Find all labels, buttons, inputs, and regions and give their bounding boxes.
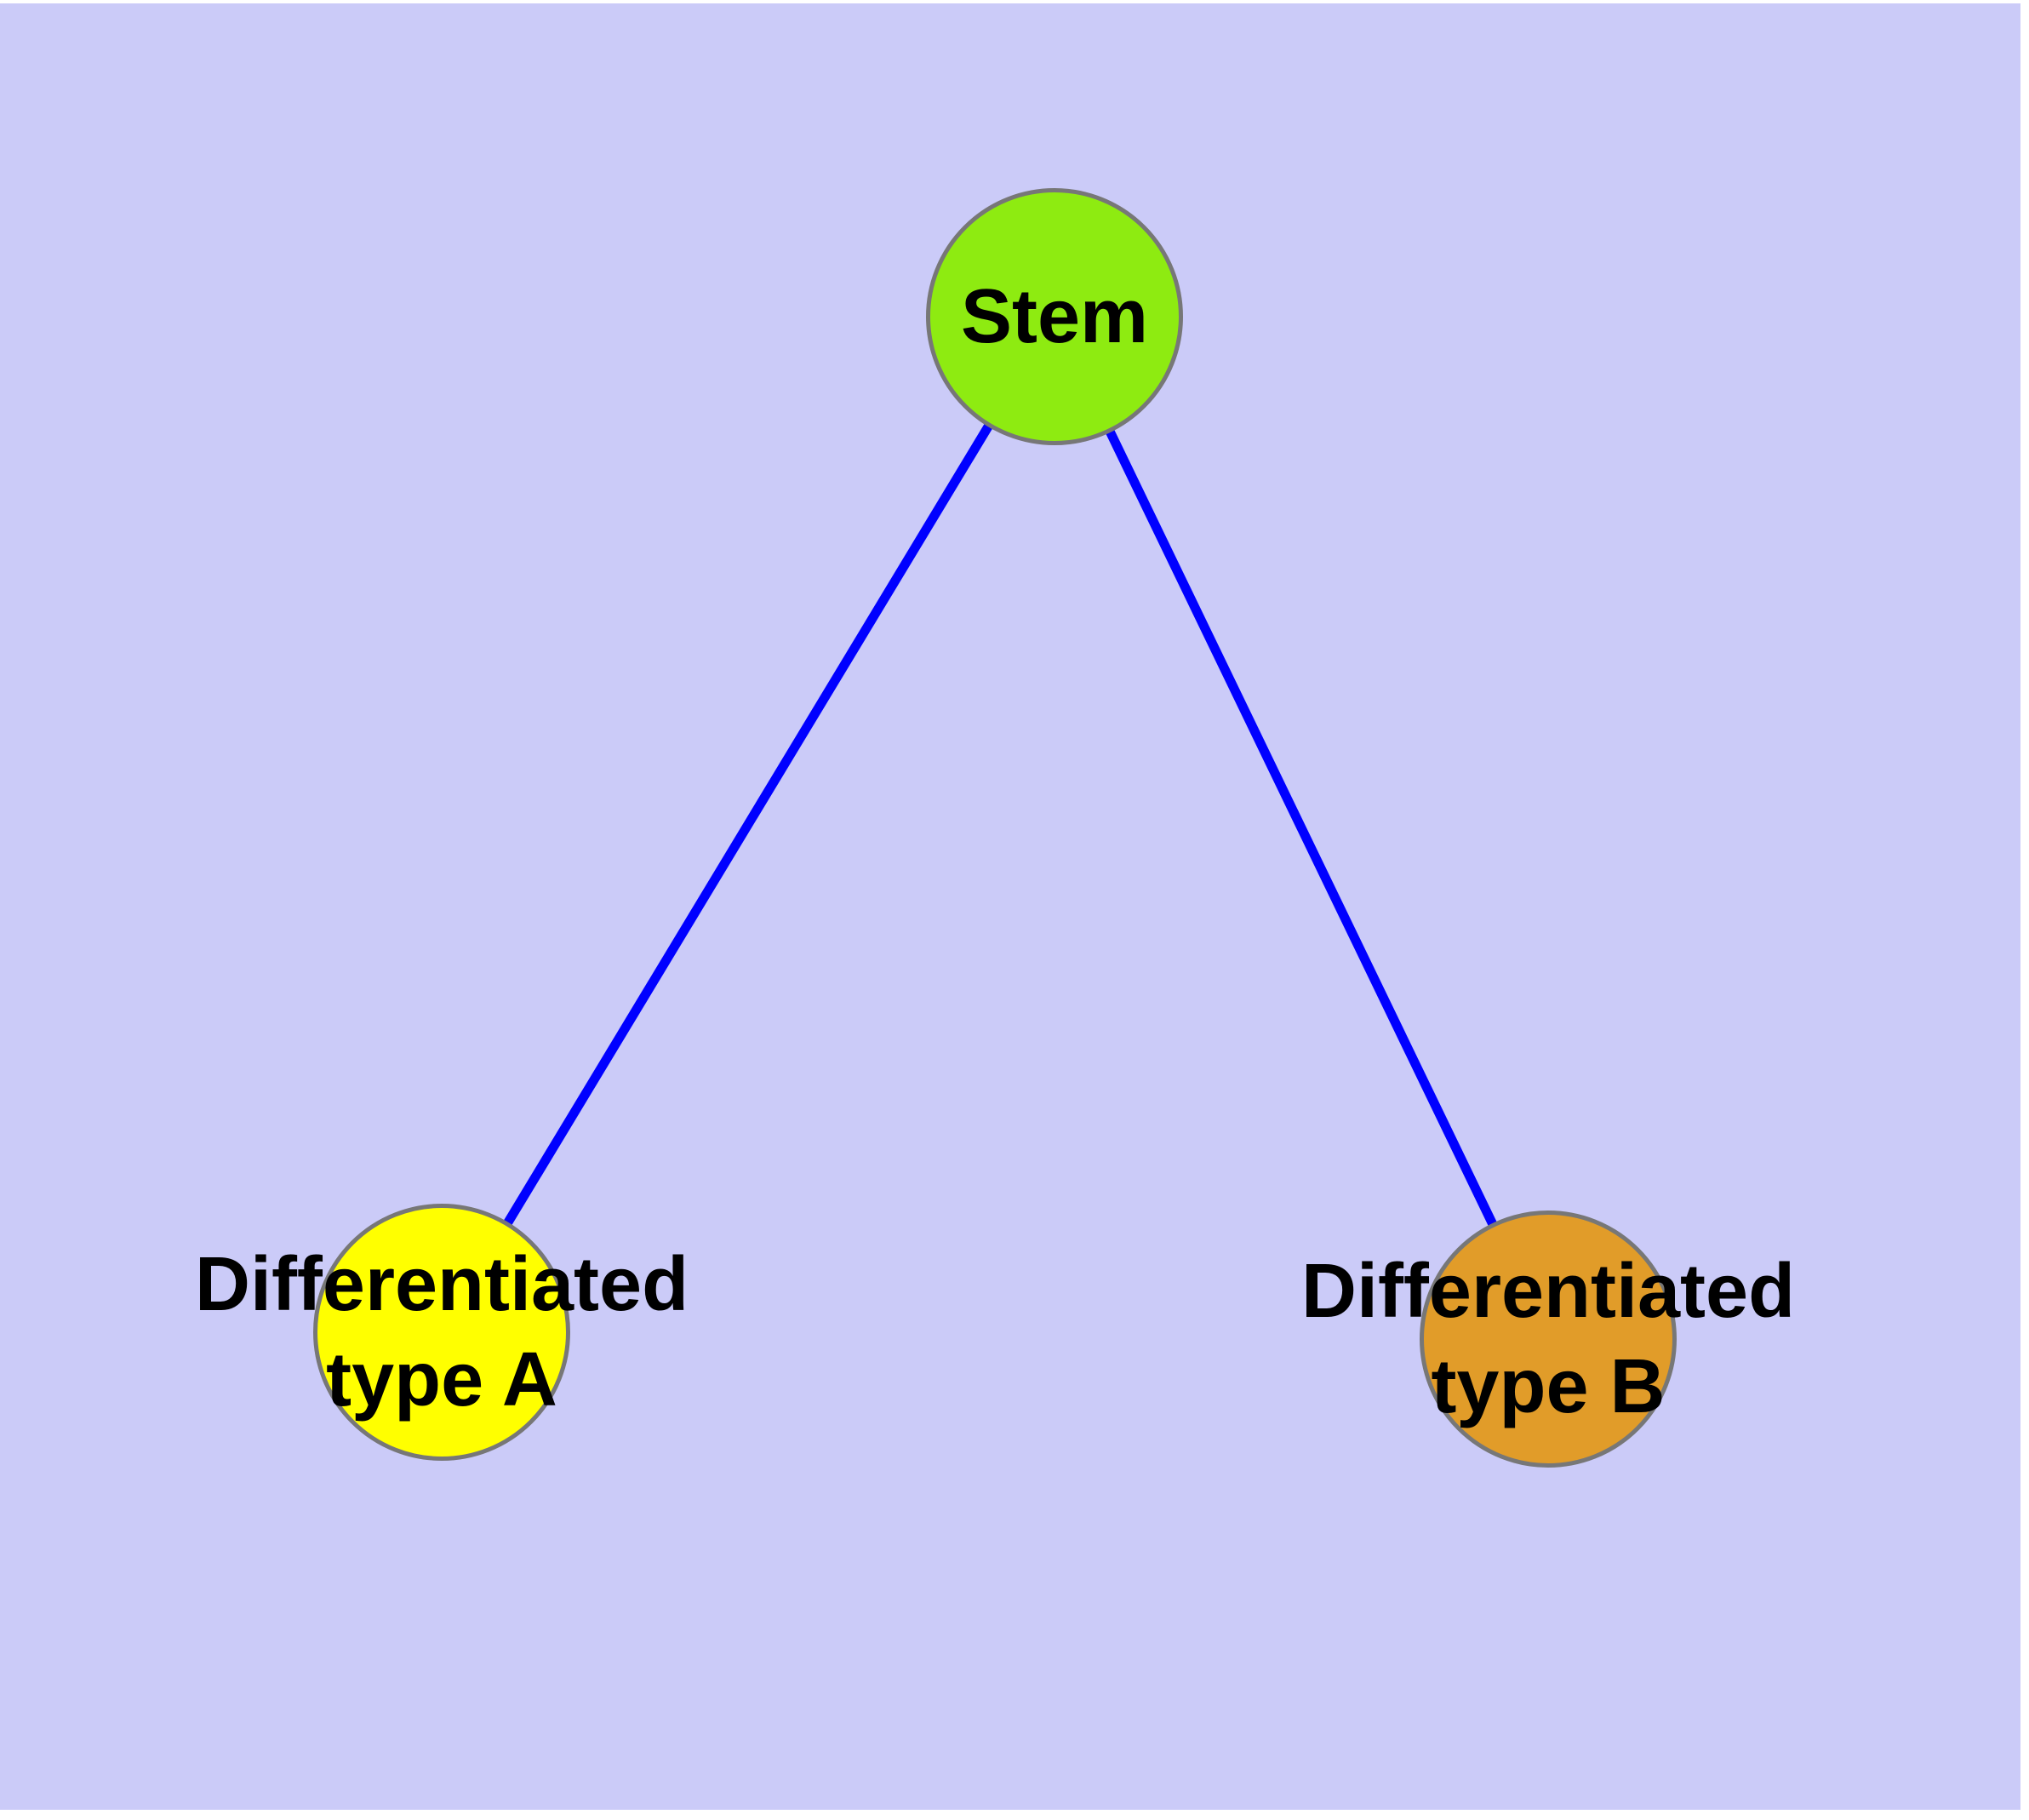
page-margin-right: [2020, 0, 2029, 1820]
node-stem-label-line: Stem: [960, 274, 1149, 359]
node-differentiated-type-b-label-line1: Differentiated: [1300, 1249, 1796, 1334]
node-stem[interactable]: Stem: [926, 188, 1183, 445]
page-margin-bottom: [0, 1810, 2029, 1820]
edge-stem-to-type-b: [1050, 314, 1552, 1342]
node-differentiated-type-a-label-line2: type A: [326, 1337, 557, 1422]
page-margin-top: [0, 0, 2029, 3]
node-stem-label: Stem: [961, 269, 1148, 364]
node-differentiated-type-b-label-line2: type B: [1431, 1344, 1666, 1429]
node-differentiated-type-b[interactable]: Differentiated type B: [1301, 1210, 1795, 1468]
node-differentiated-type-a-label: Differentiated type A: [195, 1237, 689, 1428]
node-differentiated-type-a[interactable]: Differentiated type A: [195, 1204, 689, 1461]
node-differentiated-type-a-label-line1: Differentiated: [194, 1242, 689, 1327]
edge-stem-to-type-a: [437, 314, 1059, 1335]
node-differentiated-type-b-label: Differentiated type B: [1301, 1244, 1795, 1434]
